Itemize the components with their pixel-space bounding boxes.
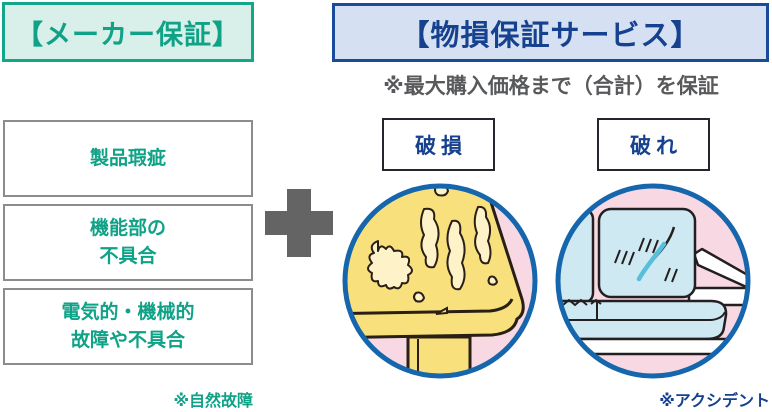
sofa-base [558,337,748,356]
torn-sofa-illustration [555,183,751,379]
table-edge-chip [435,306,448,315]
damage-warranty-footnote: ※アクシデント [659,393,770,410]
plus-icon-horizontal-bar [265,211,333,235]
damage-warranty-header: 【物損保証サービス】 [332,3,769,62]
sofa-scuff-marks [614,237,678,283]
sofa-tear-mark [636,241,667,282]
table-scratches [367,186,498,303]
circle-ring [555,183,751,379]
coverage-item-product-defect: 製品瑕疵 [3,120,253,197]
sofa-seat-seams [558,301,726,321]
damage-label-breakage: 破損 [382,118,495,171]
manufacturer-warranty-header: 【メーカー保証】 [2,2,254,62]
manufacturer-warranty-footnote: ※自然故障 [173,393,253,410]
circle-ring [342,183,538,379]
coverage-item-electrical-mechanical: 電気的・機械的 故障や不具合 [3,288,253,365]
sofa-back-cushions [558,207,697,305]
damaged-table-illustration [342,183,538,379]
damage-label-tear: 破れ [597,118,710,171]
damage-warranty-subtitle: ※最大購入価格まで（合計）を保証 [383,75,719,98]
sofa-seat-scuffs [562,298,602,307]
table-front-edge [345,298,514,316]
plus-icon [265,189,333,257]
coverage-item-functional-failure: 機能部の 不具合 [3,204,253,281]
